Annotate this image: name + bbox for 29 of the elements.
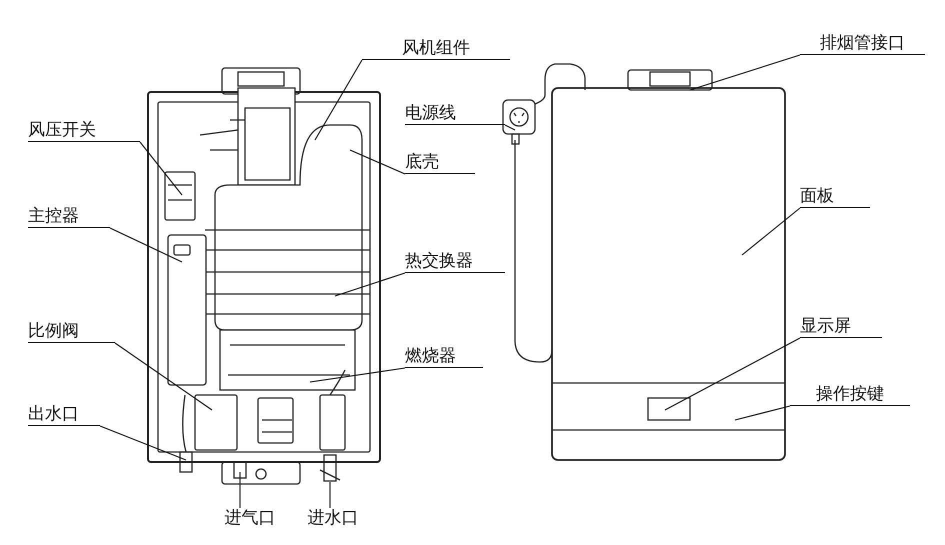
leader-line — [690, 54, 800, 91]
leader-line — [314, 60, 362, 140]
leader-line — [734, 405, 790, 421]
leader-line — [110, 228, 182, 262]
leader-line — [239, 472, 241, 508]
part-label: 底壳 — [405, 152, 475, 174]
leader-line — [114, 342, 212, 410]
part-label: 电源线 — [405, 103, 505, 125]
leader-line — [100, 425, 186, 461]
part-label: 燃烧器 — [405, 346, 483, 368]
part-label: 排烟管接口 — [800, 33, 925, 55]
part-label: 风压开关 — [28, 120, 140, 142]
part-label: 主控器 — [28, 206, 110, 228]
part-label: 热交换器 — [405, 251, 505, 273]
part-label: 面板 — [800, 186, 870, 208]
part-label: 风机组件 — [362, 38, 510, 60]
part-label: 进水口 — [298, 508, 368, 528]
part-label: 出水口 — [28, 404, 100, 426]
leader-line — [350, 150, 406, 174]
part-label: 显示屏 — [800, 316, 882, 338]
leader-line — [742, 208, 800, 256]
leader-line — [504, 124, 516, 130]
leader-line — [310, 367, 406, 383]
part-label: 进气口 — [215, 508, 285, 528]
leader-line — [334, 272, 406, 297]
part-label: 比例阀 — [28, 321, 115, 343]
leader-line — [664, 338, 800, 410]
leader-line — [329, 482, 331, 508]
part-label: 操作按键 — [790, 384, 910, 406]
